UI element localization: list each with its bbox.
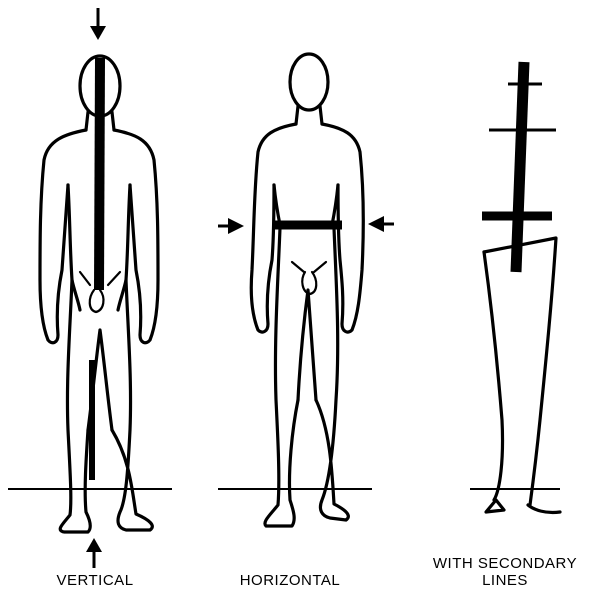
caption-with-secondary-lines: WITH SECONDARY LINES — [420, 555, 590, 589]
right-arrow-icon — [368, 216, 394, 232]
vertical-figure — [8, 8, 172, 568]
left-leg-outline — [60, 280, 90, 532]
leg-left-edge — [484, 252, 503, 500]
bottom-arrow-icon — [86, 538, 102, 568]
left-arrow-icon — [218, 218, 244, 234]
secondary-lines-figure — [470, 62, 560, 513]
caption-secondary-line1: WITH SECONDARY — [420, 555, 590, 572]
foot-left — [486, 500, 504, 512]
top-arrow-icon — [90, 8, 106, 40]
vertical-center-bar — [99, 58, 100, 290]
caption-secondary-line2: LINES — [420, 572, 590, 589]
foot-right — [528, 505, 560, 513]
hip-lines — [292, 262, 326, 272]
right-arm-outline — [114, 130, 158, 343]
right-torso-outline — [118, 185, 130, 310]
inner-leg-outline — [298, 290, 316, 400]
caption-horizontal: HORIZONTAL — [225, 572, 355, 589]
right-leg-outline — [316, 228, 348, 520]
groin-sketch — [90, 290, 104, 312]
spine-bar — [516, 62, 524, 272]
leg-right-edge — [484, 238, 556, 505]
left-torso-outline — [68, 185, 80, 310]
horizontal-figure — [218, 54, 394, 526]
right-leg-outline — [112, 280, 152, 530]
head-outline — [290, 54, 328, 110]
caption-vertical: VERTICAL — [30, 572, 160, 589]
